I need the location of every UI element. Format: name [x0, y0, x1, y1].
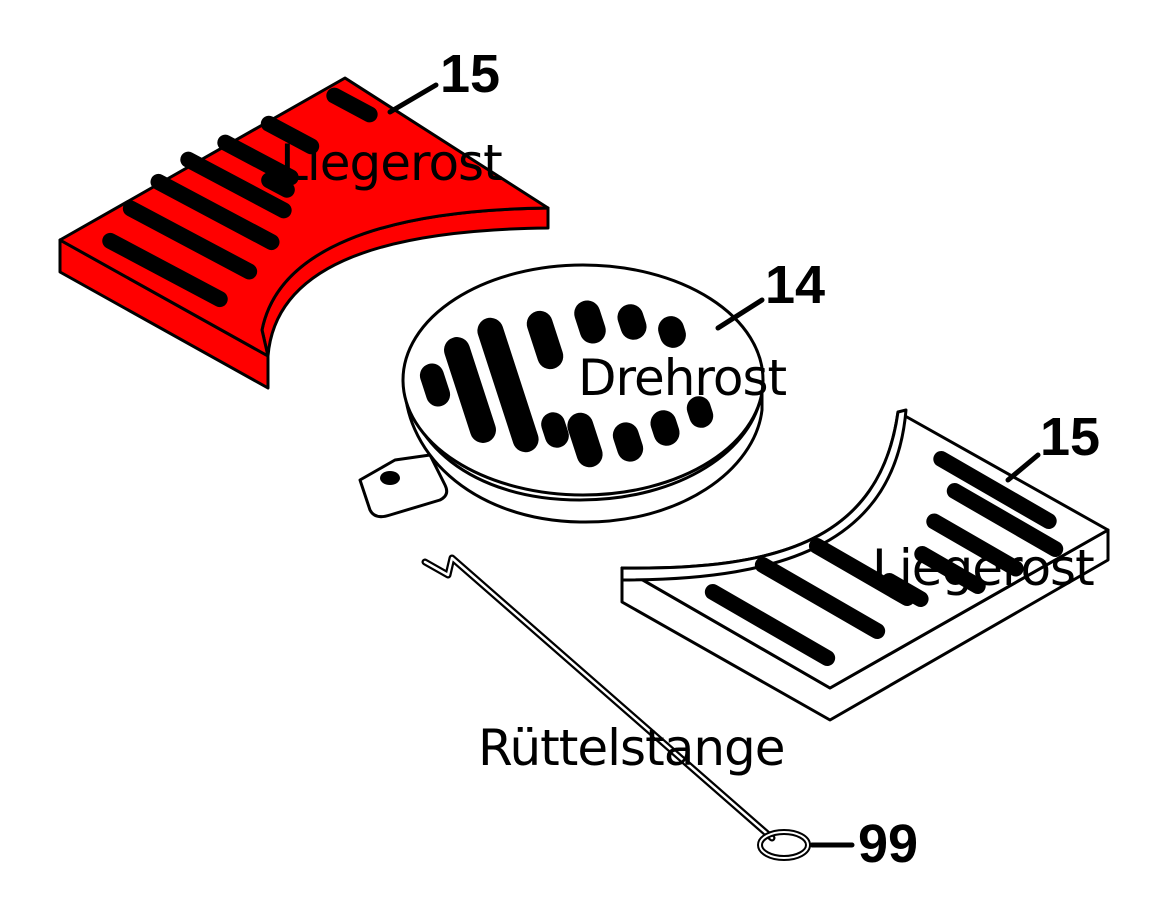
grate-lug	[358, 453, 449, 519]
grate-drehrost-center[interactable]: Drehrost 14	[358, 255, 825, 524]
grate-rim-side	[403, 373, 764, 524]
grate-slots	[102, 87, 378, 308]
part-number-label: 15	[440, 44, 500, 104]
grate-liegerost-right[interactable]: Liegerost 15	[620, 407, 1110, 722]
grate-slots	[419, 300, 714, 468]
lug-hole	[380, 471, 400, 485]
leader-line	[387, 82, 439, 115]
grate-liegerost-top-left[interactable]: Liegerost 15	[58, 44, 550, 390]
rod-body-inner	[423, 556, 774, 840]
part-name-label: Liegerost	[280, 134, 502, 192]
part-name-label: Rüttelstange	[478, 719, 785, 777]
shaker-rod-ruettelstange[interactable]: Rüttelstange 99	[421, 554, 918, 874]
part-name-label: Liegerost	[872, 539, 1094, 597]
leader-line	[715, 297, 765, 331]
grate-inner-edge	[620, 408, 908, 582]
part-number-label: 14	[765, 255, 825, 315]
part-number-label: 99	[858, 814, 918, 874]
part-name-label: Drehrost	[578, 349, 787, 407]
leader-line	[1005, 452, 1041, 483]
part-number-label: 15	[1040, 407, 1100, 467]
grate-slots	[704, 451, 1064, 666]
